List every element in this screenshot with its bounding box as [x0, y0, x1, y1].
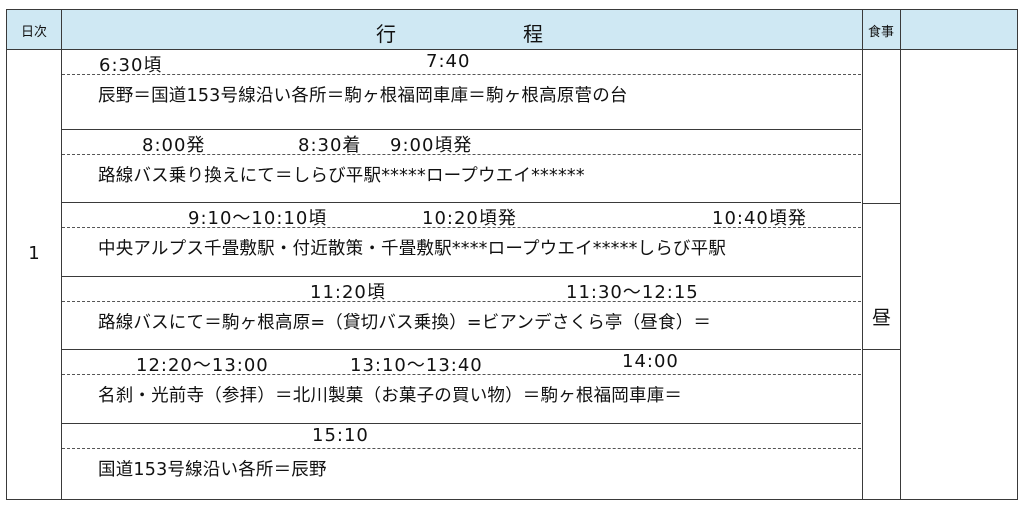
- meal-cell-separator: [863, 203, 900, 204]
- time-label: 11:20頃: [310, 282, 386, 303]
- block-separator: [62, 423, 861, 424]
- block-separator: [62, 349, 861, 350]
- route-text: 辰野＝国道153号線沿い各所＝駒ヶ根福岡車庫＝駒ヶ根高原菅の台: [98, 86, 628, 106]
- day-number: 1: [28, 243, 40, 264]
- block-separator: [62, 202, 861, 203]
- time-row: 15:10: [62, 424, 861, 449]
- time-label: 10:20頃発: [422, 208, 517, 229]
- time-row: 11:20頃 11:30〜12:15: [62, 277, 861, 303]
- route-text: 中央アルプス千畳敷駅・付近散策・千畳敷駅****ロープウエイ*****しらび平駅: [98, 239, 727, 259]
- route-text: 路線バスにて＝駒ヶ根高原=（貸切バス乗換）=ビアンデさくら亭（昼食）＝: [98, 313, 712, 333]
- itinerary-header-char-2: 程: [523, 22, 543, 46]
- route-text: 名刹・光前寺（参拝）＝北川製菓（お菓子の買い物）＝駒ヶ根福岡車庫＝: [98, 386, 683, 406]
- time-label: 15:10: [312, 425, 369, 446]
- meal-column-header: 食事: [867, 24, 894, 40]
- itinerary-block: 9:10〜10:10頃 10:20頃発 10:40頃発 中央アルプス千畳敷駅・付…: [62, 203, 861, 275]
- itinerary-column-header: 行 程: [61, 10, 862, 50]
- column-divider: [900, 10, 901, 499]
- time-label: 6:30頃: [99, 55, 163, 76]
- route-text: 国道153号線沿い各所＝辰野: [98, 460, 327, 480]
- itinerary-block: 6:30頃 7:40 辰野＝国道153号線沿い各所＝駒ヶ根福岡車庫＝駒ヶ根高原菅…: [62, 50, 861, 129]
- column-divider: [862, 10, 863, 499]
- column-divider: [61, 10, 62, 499]
- itinerary-header-char-1: 行: [376, 22, 396, 46]
- time-row: 6:30頃 7:40: [62, 50, 861, 76]
- time-label: 9:10〜10:10頃: [188, 208, 328, 229]
- time-label: 11:30〜12:15: [566, 282, 699, 303]
- time-row: 8:00発 8:30着 9:00頃発: [62, 130, 861, 156]
- time-label: 8:00発: [142, 135, 206, 156]
- day-column-header: 日次: [20, 24, 47, 40]
- itinerary-block: 8:00発 8:30着 9:00頃発 路線バス乗り換えにて＝しらび平駅*****…: [62, 130, 861, 202]
- time-label: 12:20〜13:00: [136, 355, 269, 376]
- time-row: 9:10〜10:10頃 10:20頃発 10:40頃発: [62, 203, 861, 229]
- block-separator: [62, 129, 861, 130]
- route-text: 路線バス乗り換えにて＝しらび平駅*****ロープウエイ******: [98, 166, 585, 186]
- time-label: 14:00: [622, 351, 679, 372]
- itinerary-block: 12:20〜13:00 13:10〜13:40 14:00 名刹・光前寺（参拝）…: [62, 350, 861, 422]
- block-separator: [62, 276, 861, 277]
- itinerary-table: 日次 行 程 食事 1 6:30頃 7:40 辰野＝国道153号線沿い各所＝駒ヶ…: [6, 9, 1018, 500]
- time-label: 7:40: [426, 51, 471, 72]
- time-label: 13:10〜13:40: [350, 355, 483, 376]
- meal-cell-separator: [863, 349, 900, 350]
- time-label: 8:30着: [298, 135, 362, 156]
- itinerary-block: 11:20頃 11:30〜12:15 路線バスにて＝駒ヶ根高原=（貸切バス乗換）…: [62, 277, 861, 349]
- time-row: 12:20〜13:00 13:10〜13:40 14:00: [62, 350, 861, 376]
- time-label: 9:00頃発: [390, 135, 473, 156]
- itinerary-block: 15:10 国道153号線沿い各所＝辰野: [62, 424, 861, 499]
- meal-lunch: 昼: [871, 307, 891, 329]
- table-header: [7, 10, 1017, 50]
- time-label: 10:40頃発: [712, 208, 807, 229]
